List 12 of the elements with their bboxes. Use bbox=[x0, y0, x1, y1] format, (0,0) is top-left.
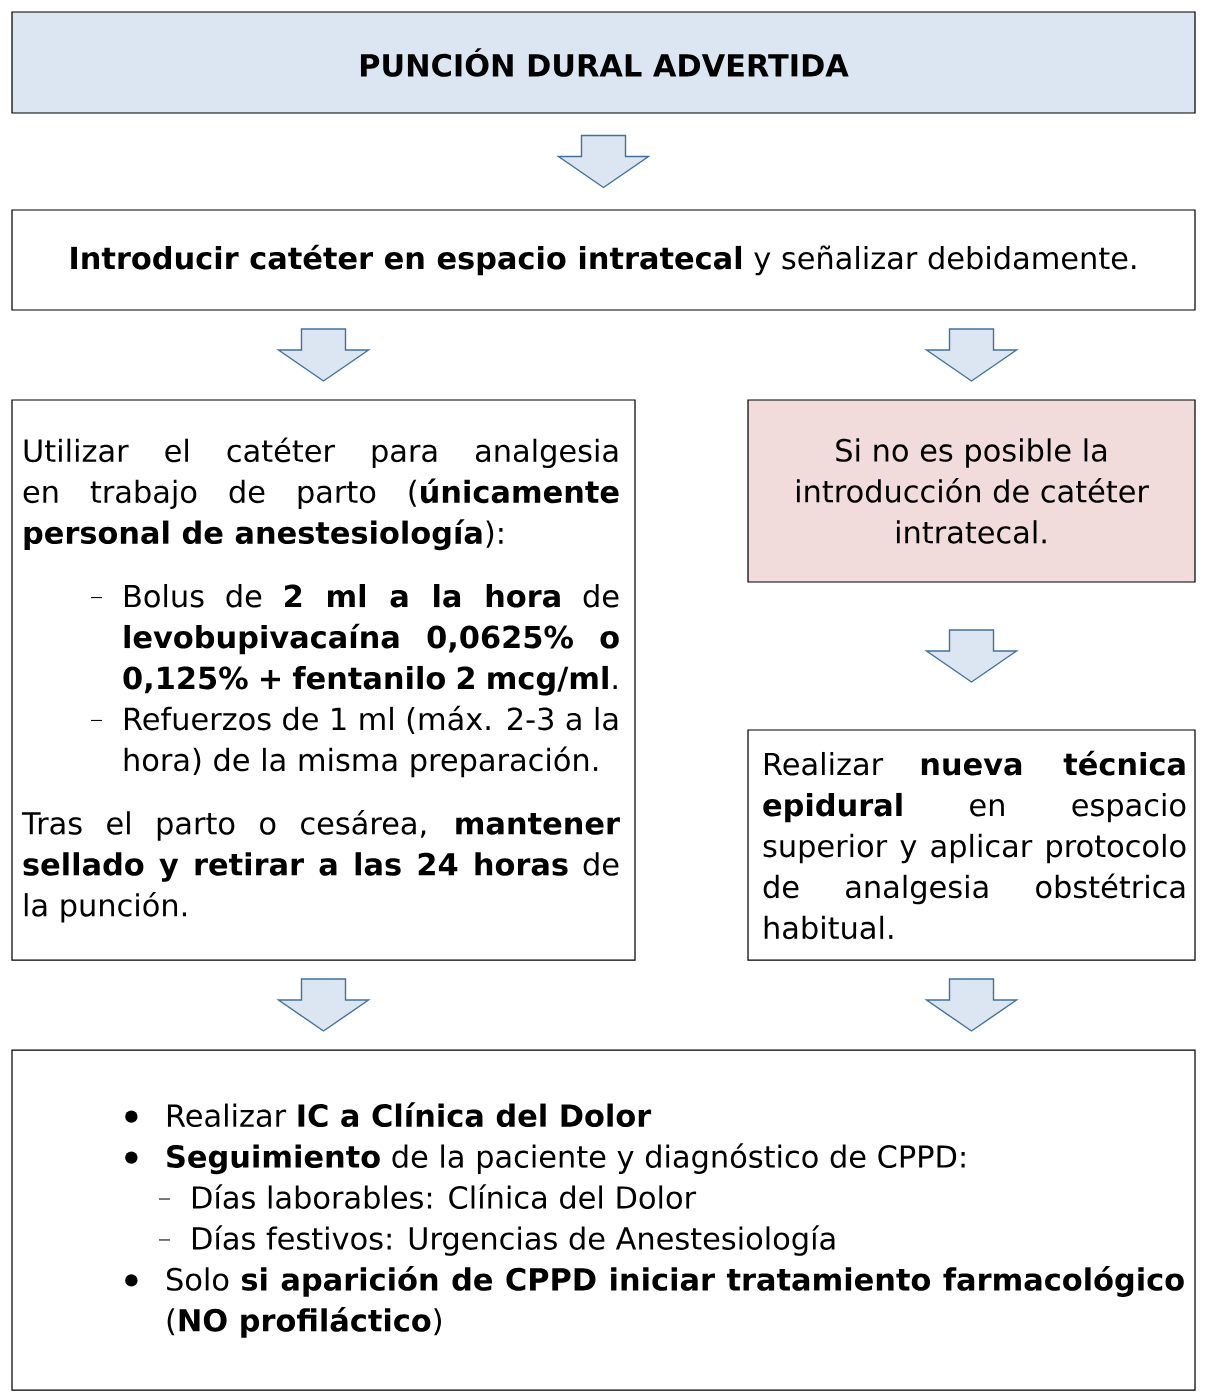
process-box: Realizar IC a Clínica del Dolor Seguimiento de la paciente y diagnóstico de CPPD: Días laborables: Clínica del Dolor Días festivos: Urgencias de Anestesiología Solo si aparición de CPPD iniciar tratamiento farmacológico (NO profiláctico) bbox=[11, 1049, 1196, 1391]
block-arrow bbox=[276, 978, 371, 1032]
block-arrow bbox=[556, 134, 651, 189]
block-arrow bbox=[924, 978, 1019, 1032]
condition-box: Si no es posible la introducción de catéter intratecal. bbox=[747, 399, 1196, 583]
block-arrow bbox=[276, 328, 371, 382]
process-box: Utilizar el catéter para analgesia en trabajo de parto (únicamente personal de anestesiología): Bolus de 2 ml a la hora de levobupivacaína 0,0625% o 0,125% + fentanilo 2 mcg/ml. Refuerzos de 1 ml (máx. 2-3 a la hora) de la misma preparación. Tras el parto o cesárea, mantener sellado y retirar a las 24 horas de la punción. bbox=[11, 399, 636, 961]
process-box: Introducir catéter en espacio intratecal y señalizar debidamente. bbox=[11, 209, 1196, 311]
block-arrow bbox=[924, 328, 1019, 382]
title-box: PUNCIÓN DURAL ADVERTIDA bbox=[11, 11, 1196, 114]
block-arrow bbox=[924, 629, 1019, 683]
process-box: Realizar nueva técnica epidural en espacio superior y aplicar protocolo de analgesia obstétrica habitual. bbox=[747, 729, 1196, 961]
